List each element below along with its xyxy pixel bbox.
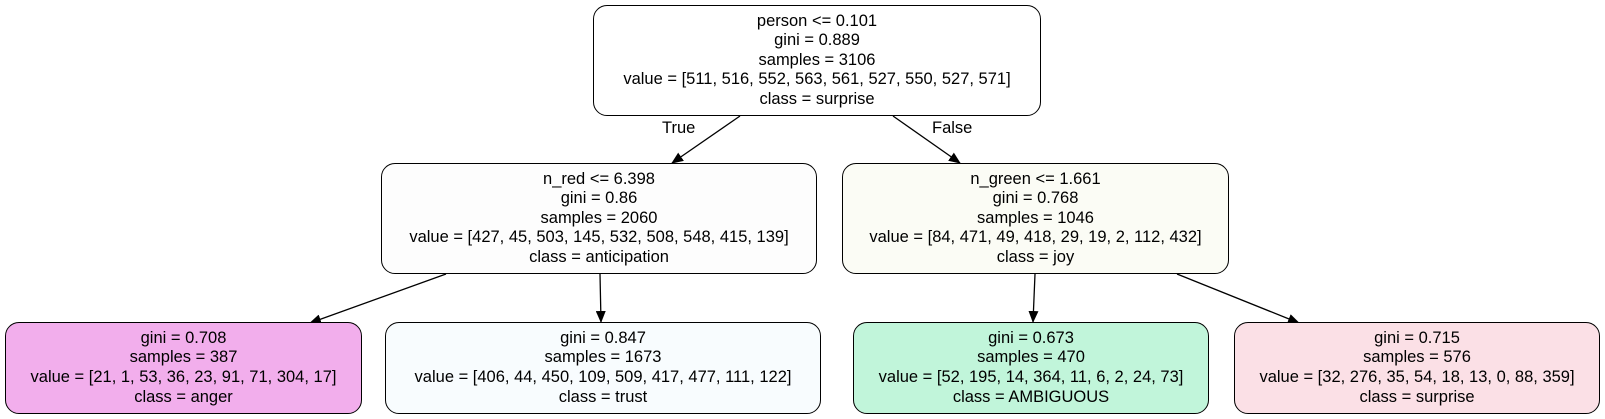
tree-leaf-trust: gini = 0.847 samples = 1673 value = [406…	[385, 322, 821, 414]
edge-left-leaf-ll	[309, 273, 447, 324]
tree-node-root: person <= 0.101 gini = 0.889 samples = 3…	[593, 5, 1041, 116]
edge-label-true: True	[662, 119, 696, 137]
gini-value: gini = 0.673	[988, 328, 1074, 347]
tree-leaf-anger: gini = 0.708 samples = 387 value = [21, …	[5, 322, 362, 414]
gini-value: gini = 0.847	[560, 328, 646, 347]
class-label: class = trust	[558, 387, 648, 406]
samples-value: samples = 1673	[544, 348, 662, 367]
edge-root-right	[892, 115, 961, 164]
samples-value: samples = 470	[977, 348, 1085, 367]
class-label: class = surprise	[1359, 387, 1475, 406]
tree-leaf-ambiguous: gini = 0.673 samples = 470 value = [52, …	[853, 322, 1209, 414]
class-distribution: value = [32, 276, 35, 54, 18, 13, 0, 88,…	[1259, 368, 1575, 386]
class-distribution: value = [21, 1, 53, 36, 23, 91, 71, 304,…	[30, 368, 337, 386]
split-condition: person <= 0.101	[756, 11, 878, 30]
gini-value: gini = 0.715	[1374, 328, 1460, 347]
samples-value: samples = 576	[1363, 348, 1471, 367]
class-label: class = anticipation	[529, 247, 669, 266]
gini-value: gini = 0.708	[140, 328, 227, 347]
class-distribution: value = [52, 195, 14, 364, 11, 6, 2, 24,…	[878, 368, 1184, 386]
edge-right-leaf-rl	[1028, 273, 1039, 323]
edge-label-false: False	[932, 119, 973, 137]
gini-value: gini = 0.889	[774, 31, 860, 50]
tree-node-left: n_red <= 6.398 gini = 0.86 samples = 206…	[381, 163, 817, 274]
class-label: class = AMBIGUOUS	[952, 387, 1110, 406]
class-label: class = joy	[996, 247, 1075, 266]
class-distribution: value = [427, 45, 503, 145, 532, 508, 54…	[409, 228, 789, 247]
tree-leaf-surprise: gini = 0.715 samples = 576 value = [32, …	[1234, 322, 1600, 414]
class-distribution: value = [511, 516, 552, 563, 561, 527, 5…	[623, 70, 1011, 89]
split-condition: n_red <= 6.398	[543, 169, 655, 188]
tree-node-right: n_green <= 1.661 gini = 0.768 samples = …	[842, 163, 1229, 274]
samples-value: samples = 3106	[758, 50, 876, 69]
class-distribution: value = [84, 471, 49, 418, 29, 19, 2, 11…	[869, 228, 1202, 247]
class-distribution: value = [406, 44, 450, 109, 509, 417, 47…	[414, 368, 792, 386]
samples-value: samples = 387	[129, 348, 238, 367]
samples-value: samples = 2060	[540, 208, 658, 227]
gini-value: gini = 0.86	[560, 189, 638, 208]
samples-value: samples = 1046	[977, 208, 1094, 227]
class-label: class = surprise	[759, 89, 875, 108]
split-condition: n_green <= 1.661	[970, 169, 1101, 188]
edge-right-leaf-rr	[1176, 273, 1300, 324]
edge-left-leaf-lr	[595, 273, 606, 323]
edge-root-left	[671, 115, 741, 164]
gini-value: gini = 0.768	[992, 189, 1079, 208]
class-label: class = anger	[134, 387, 233, 406]
